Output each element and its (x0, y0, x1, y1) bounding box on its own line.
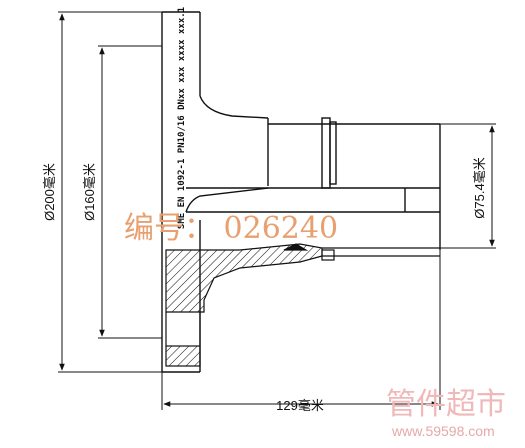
watermark-url: www.59598.com (391, 423, 495, 439)
section-hatch (165, 243, 440, 367)
dim-outer-diameter: Ø200毫米 (42, 163, 57, 221)
dim-length: 129毫米 (276, 398, 324, 413)
flange-outline (161, 11, 441, 373)
watermark-brand: 管件超市 (386, 387, 506, 422)
dimension-lines (58, 11, 496, 410)
dim-bore-diameter: Ø75.4毫米 (472, 157, 487, 218)
watermark-serial: 编号： 026240 (124, 211, 338, 246)
dim-bolt-circle: Ø160毫米 (82, 163, 97, 221)
flange-marking: SME EN 1092-1 PN10/16 DNxx xxx xxxx xxx.… (177, 7, 187, 229)
